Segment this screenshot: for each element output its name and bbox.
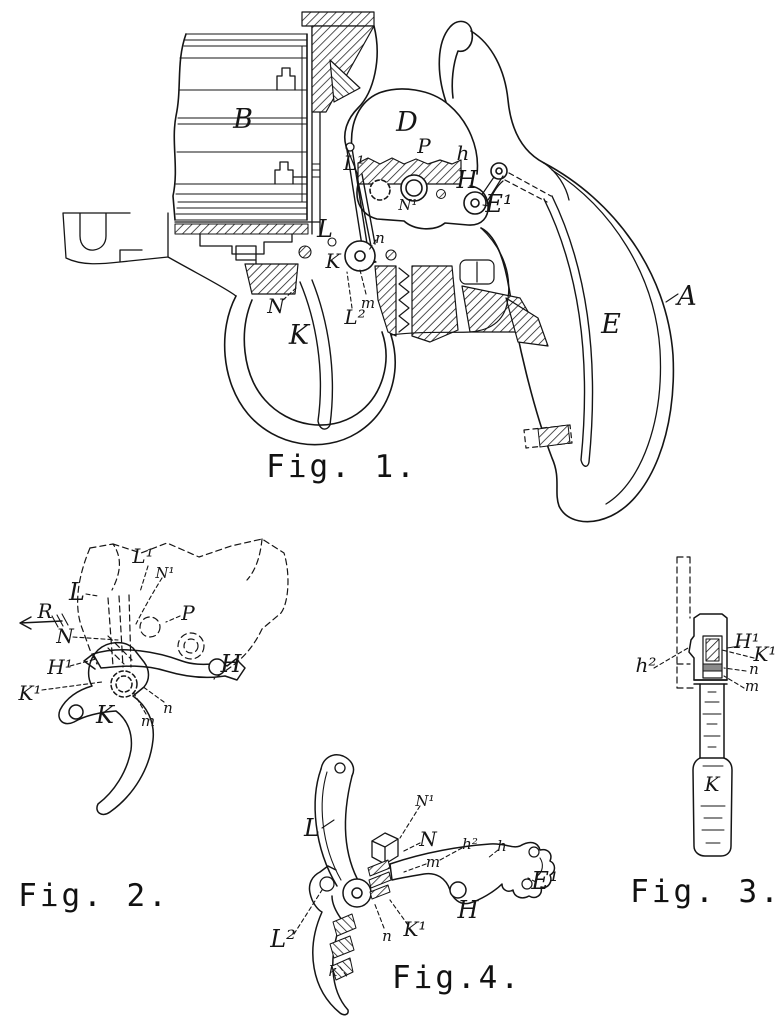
fig3-caption: Fig. 3.	[630, 874, 782, 910]
trigger-body-blade	[308, 865, 357, 1016]
fig1-label-n: n	[375, 229, 385, 247]
fig4-drawing	[293, 754, 556, 1016]
hole	[369, 179, 391, 201]
band-n	[702, 663, 723, 672]
fig3-label-H1: H¹	[733, 629, 759, 653]
mainspring-E	[543, 195, 594, 467]
fig3-label-h2: h²	[636, 653, 657, 677]
fig4-label-h: h	[497, 837, 507, 855]
fig1-label-A: A	[674, 281, 697, 312]
fig4-leaders	[293, 805, 537, 979]
fig1-leaders	[282, 204, 679, 309]
fig4-caption: Fig.4.	[392, 960, 522, 996]
fig1-label-B: B	[232, 104, 253, 135]
fig3-drawing	[653, 556, 755, 857]
fig3-leaders	[653, 645, 755, 689]
fig1-label-E: E	[600, 309, 621, 340]
frame-under-cylinder	[62, 212, 321, 297]
fig2-label-H: H	[220, 650, 243, 678]
fig2-leaders	[41, 565, 181, 715]
fig3-labels: h² H¹ K¹ n m K Fig. 3.	[630, 629, 782, 910]
shank	[699, 683, 725, 759]
cartridge-rim-bottom	[274, 161, 307, 185]
fig1-label-L: L	[316, 215, 333, 243]
fig1-label-L1: L¹	[342, 151, 364, 175]
fig4-label-E1: E¹	[530, 867, 558, 895]
recoil-arrow-R	[19, 613, 69, 630]
fig2-label-m: m	[141, 712, 155, 730]
block-N	[367, 832, 399, 900]
fig1-label-N1: N¹	[397, 196, 417, 214]
fig4-label-h2: h²	[462, 835, 478, 853]
fig2-label-R: R	[36, 599, 52, 623]
cylinder	[172, 33, 308, 221]
fig2-labels: L¹ N¹ L R P N H¹ K¹ K m n H Fig. 2.	[18, 544, 243, 914]
fig2-label-P: P	[180, 601, 195, 625]
frame-top-hatched	[301, 11, 375, 113]
fig4-labels: N¹ L N h² h m E¹ H L² n K¹ k Fig.4.	[269, 792, 558, 996]
fig1-label-L2: L²	[343, 305, 365, 329]
fig2-label-L: L	[68, 578, 85, 606]
fig1-label-K-small: K	[325, 249, 342, 273]
trigger-guard	[223, 279, 396, 446]
trigger-K	[58, 641, 155, 816]
hand-L1	[346, 147, 376, 253]
grip-K	[692, 757, 733, 857]
fig3-label-K1: K¹	[753, 642, 777, 666]
fig1-labels: B D P h H E¹ L¹ N¹ L n K N m L² K E A Fi…	[232, 104, 697, 485]
fig2-label-H1: H¹	[46, 655, 72, 679]
fig4-label-H: H	[457, 896, 480, 924]
fig1-label-N: N	[266, 294, 286, 318]
fig3-label-n: n	[749, 660, 759, 678]
fig3-label-m: m	[745, 677, 759, 695]
sear-lever-H	[83, 649, 246, 681]
fig4-label-N1: N¹	[414, 792, 434, 810]
fig1-label-P: P	[416, 134, 431, 158]
fig1-label-h: h	[457, 141, 470, 165]
lever-H	[389, 841, 556, 905]
fig1-label-m: m	[361, 294, 375, 312]
fig4-label-k: k	[328, 962, 337, 980]
hammer	[343, 20, 545, 175]
fig4-label-L2: L²	[269, 925, 296, 953]
ghost-frame	[77, 538, 289, 680]
cartridge-rim-top	[276, 67, 296, 91]
fig4-label-n: n	[382, 927, 392, 945]
fig2-label-N: N	[55, 624, 75, 648]
fig4-label-N: N	[418, 827, 438, 851]
hook-E1-hole	[528, 846, 540, 858]
fig2-label-K1: K¹	[18, 681, 42, 705]
fig4-label-L: L	[303, 814, 320, 842]
fig1-label-D: D	[395, 107, 418, 138]
fig2-label-N1: N¹	[154, 564, 174, 582]
fig4-label-m: m	[426, 853, 440, 871]
fig2-label-n: n	[163, 699, 173, 717]
fig1-label-K-large: K	[288, 320, 311, 351]
fig2-label-K: K	[95, 701, 116, 729]
trigger-spring	[398, 267, 410, 333]
fig1-caption: Fig. 1.	[266, 449, 418, 485]
trigger-blade	[299, 279, 334, 430]
fig2-caption: Fig. 2.	[18, 878, 170, 914]
ghost-bar	[676, 556, 695, 689]
lower-frame	[244, 227, 549, 347]
hammer-spur	[438, 20, 474, 103]
fig4-label-K1: K¹	[403, 917, 427, 941]
fig2-drawing	[19, 538, 289, 816]
barrel-lug	[62, 212, 169, 265]
fig3-label-K: K	[704, 772, 721, 796]
lever-L	[314, 754, 361, 887]
lockwork	[298, 142, 508, 272]
hammer-body	[688, 613, 733, 857]
fig1-label-E1: E¹	[484, 190, 512, 218]
fig2-label-L1: L¹	[131, 544, 153, 568]
block-K1	[705, 638, 720, 662]
fig1-drawing	[62, 11, 679, 523]
fig1-label-H: H	[456, 166, 479, 194]
